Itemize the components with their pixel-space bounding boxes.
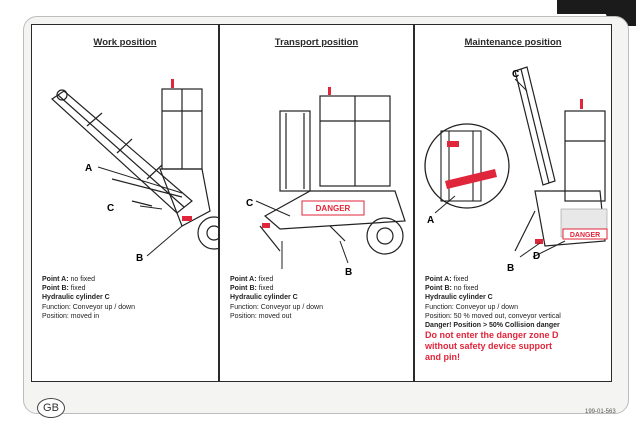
label-b: B <box>507 263 514 274</box>
label-b: B <box>136 253 143 264</box>
cylinder-line: Hydraulic cylinder C <box>42 294 110 302</box>
label-c: C <box>107 203 114 214</box>
panel-maintenance-position: Maintenance position DANGER C A B D <box>414 24 612 382</box>
point-a-line: Point A: fixed <box>230 276 274 283</box>
label-a: A <box>85 163 92 174</box>
panel-transport-position: Transport position DANGER C A B Point A:… <box>219 24 414 382</box>
danger-sign: DANGER <box>570 232 600 239</box>
point-a-line: Point A: no fixed <box>42 276 96 283</box>
warning-line-3: and pin! <box>425 352 460 363</box>
cylinder-line: Hydraulic cylinder C <box>230 294 298 302</box>
wheel <box>197 216 218 250</box>
label-a: A <box>278 275 285 276</box>
panel-title: Maintenance position <box>464 37 562 48</box>
vertical-conveyor <box>514 66 556 186</box>
transport-position-illustration: DANGER C A B <box>246 87 406 276</box>
position-line: Position: 50 % moved out, conveyor verti… <box>425 312 561 320</box>
point-b-line: Point B: fixed <box>42 285 86 293</box>
conveyor-arm <box>51 90 193 214</box>
work-position-illustration: A C B <box>51 79 218 264</box>
folded-conveyor <box>279 110 311 192</box>
document-code: 199-01-563 <box>585 409 616 415</box>
label-a: A <box>427 215 434 226</box>
label-b: B <box>345 267 352 276</box>
point-b-line: Point B: no fixed <box>425 285 479 293</box>
position-line: Position: moved out <box>230 312 292 320</box>
label-d: D <box>533 251 540 262</box>
panel-title: Transport position <box>274 37 359 48</box>
panel-description: Point A: fixed Point B: fixed Hydraulic … <box>230 275 323 321</box>
panel-description: Point A: fixed Point B: no fixed Hydraul… <box>425 275 561 363</box>
danger-line: Danger! Position > 50% Collision danger <box>425 322 560 330</box>
maintenance-position-illustration: DANGER C A B D <box>424 66 608 274</box>
detail-magnifier <box>424 123 510 209</box>
label-c: C <box>512 69 519 80</box>
function-line: Function: Conveyor up / down <box>425 303 518 311</box>
danger-sign: DANGER <box>316 204 351 213</box>
cylinder-line: Hydraulic cylinder C <box>425 294 493 302</box>
machine-cabin <box>564 110 606 202</box>
position-line: Position: moved in <box>42 312 100 320</box>
function-line: Function: Conveyor up / down <box>230 303 323 311</box>
point-a-line: Point A: fixed <box>425 276 469 283</box>
panel-work-position: Work position A C B Point A: no fixed Po <box>31 24 219 382</box>
panel-description: Point A: no fixed Point B: fixed Hydraul… <box>42 275 135 321</box>
warning-line-1: Do not enter the danger zone D <box>425 330 559 341</box>
point-b-line: Point B: fixed <box>230 285 274 293</box>
warning-line-2: without safety device support <box>425 341 553 352</box>
panel-title: Work position <box>93 37 157 48</box>
language-badge: GB <box>37 398 65 418</box>
function-line: Function: Conveyor up / down <box>42 303 135 311</box>
wheel <box>366 217 404 255</box>
label-c: C <box>246 198 253 209</box>
